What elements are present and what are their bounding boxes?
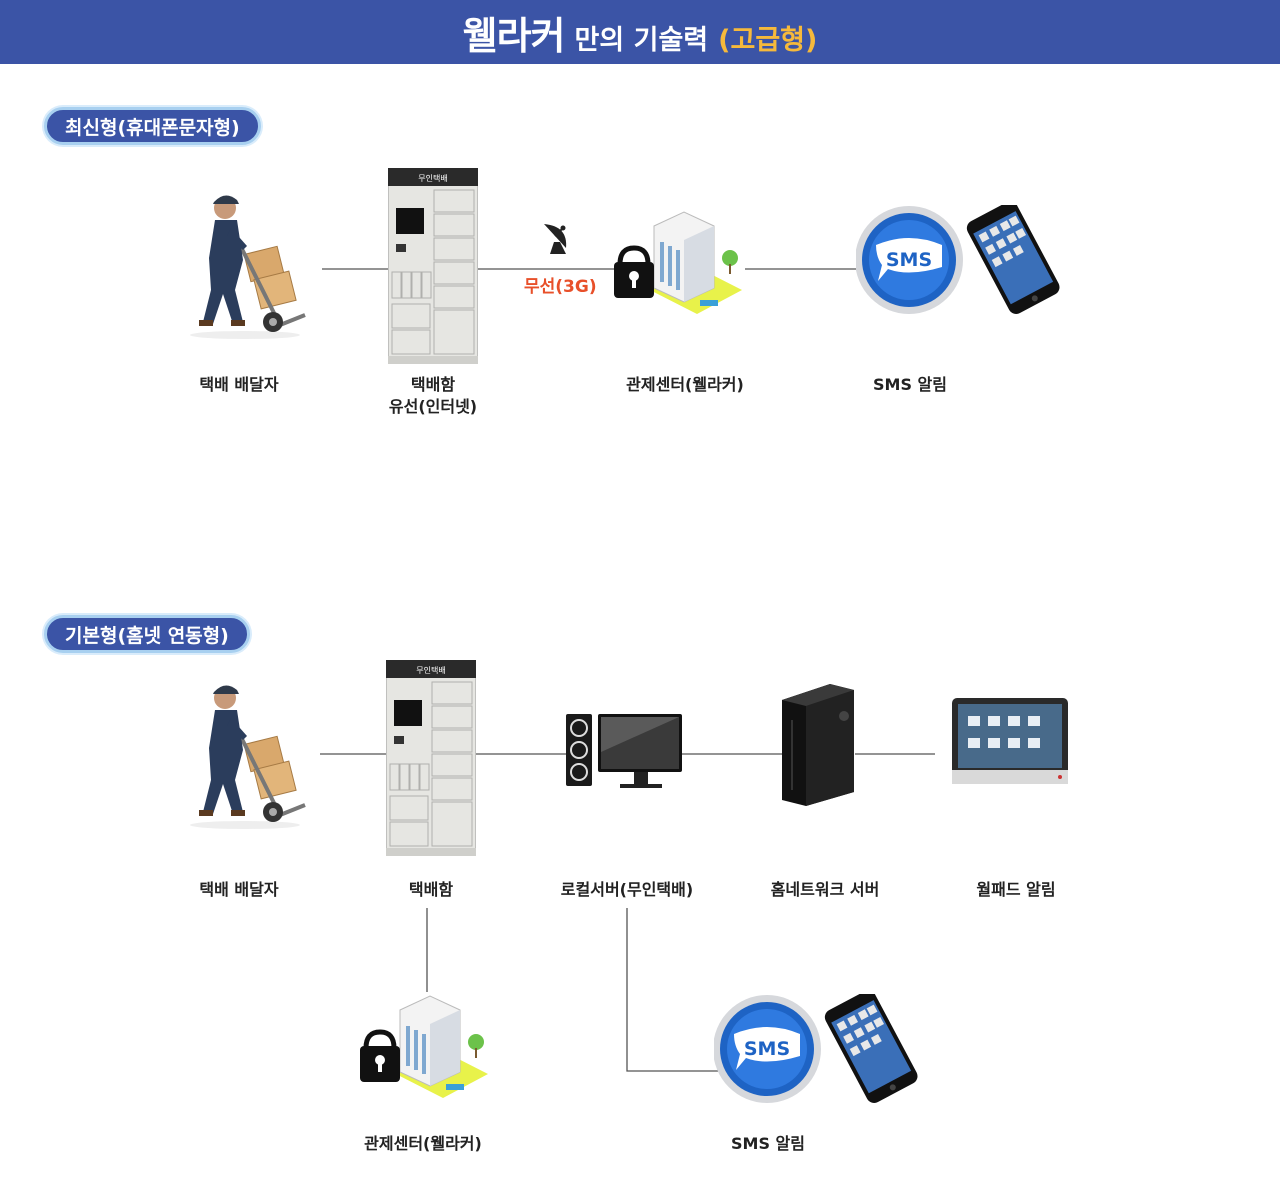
locker-sign: 무인택배 <box>418 173 447 183</box>
locker-label-line2: 유선(인터넷) <box>388 397 478 416</box>
sms-label: SMS 알림 <box>731 1134 805 1153</box>
sms-phone-icon: SMS <box>855 201 1060 314</box>
sms-label: SMS 알림 <box>873 375 947 394</box>
control-center-label: 관제센터(웰라커) <box>364 1134 482 1153</box>
courier-icon <box>190 195 306 339</box>
title-text: 만의 기술력 <box>574 24 709 56</box>
satellite-dish <box>538 218 580 264</box>
locker-icon: 무인택배 <box>385 659 477 857</box>
section-badge-label: 최신형(휴대폰문자형) <box>65 116 240 139</box>
locker-sign: 무인택배 <box>416 665 445 675</box>
parcel-locker: 무인택배 <box>387 167 479 368</box>
desktop-pc-icon <box>566 714 682 788</box>
section-badge-basic: 기본형(홈넷 연동형) <box>44 615 250 653</box>
home-network-label: 홈네트워크 서버 <box>770 880 880 899</box>
grade-text: (고급형) <box>718 24 818 56</box>
courier-illustration <box>185 680 320 834</box>
home-network-server <box>778 680 858 812</box>
sms-text: SMS <box>744 1038 790 1060</box>
header-banner: 웰라커 만의 기술력 (고급형) <box>0 0 1280 64</box>
local-server <box>564 712 684 796</box>
section-badge-label: 기본형(홈넷 연동형) <box>65 624 229 647</box>
locker-label-line1: 택배함 <box>410 375 456 394</box>
wallpad-label: 월패드 알림 <box>976 880 1056 899</box>
local-server-label: 로컬서버(무인택배) <box>560 880 694 899</box>
brand-name: 웰라커 <box>462 13 566 58</box>
locker-icon: 무인택배 <box>387 167 479 365</box>
wireless-label: 무선(3G) <box>524 277 597 297</box>
page-title: 웰라커 만의 기술력 (고급형) <box>463 5 818 60</box>
wallpad-device <box>952 698 1070 790</box>
line-server-sms <box>626 908 718 1072</box>
sms-alert: SMS <box>713 990 929 1113</box>
building-lock-icon <box>614 211 742 314</box>
control-center <box>612 206 747 325</box>
server-tower-icon <box>782 684 854 806</box>
sms-phone-icon: SMS <box>713 990 918 1103</box>
parcel-locker: 무인택배 <box>385 659 477 860</box>
section-badge-latest: 최신형(휴대폰문자형) <box>44 107 261 145</box>
sms-text: SMS <box>886 249 932 271</box>
courier-label: 택배 배달자 <box>199 375 279 394</box>
sms-alert: SMS <box>855 201 1071 324</box>
courier-icon <box>190 685 306 829</box>
locker-label: 택배함 <box>408 880 454 899</box>
courier-illustration <box>185 190 320 344</box>
control-center-label: 관제센터(웰라커) <box>626 375 744 394</box>
building-lock-icon <box>360 995 488 1098</box>
locker-label: 택배함 유선(인터넷) <box>313 374 553 418</box>
satellite-dish-icon <box>544 224 567 254</box>
control-center <box>358 990 493 1109</box>
wallpad-icon <box>952 698 1068 784</box>
courier-label: 택배 배달자 <box>199 880 279 899</box>
